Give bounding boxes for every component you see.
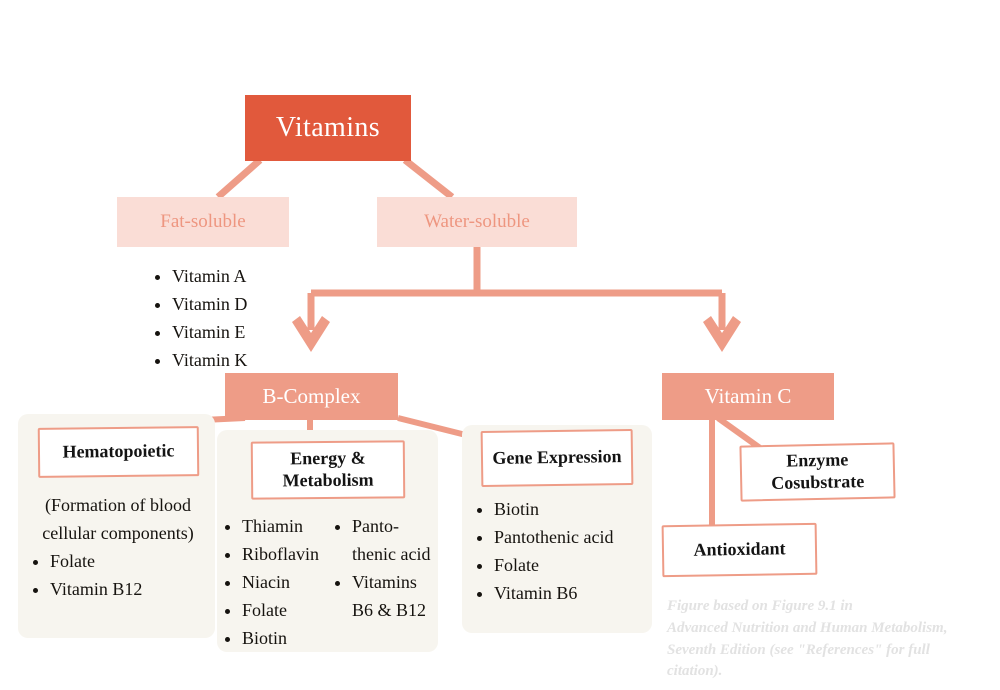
energy-col-2: Panto- thenic acid Vitamins B6 & B12 [332, 513, 436, 652]
chip-hematopoietic-label: Hematopoietic [62, 440, 175, 462]
chip-hematopoietic[interactable]: Hematopoietic [37, 426, 200, 478]
list-item: Folate [242, 597, 326, 625]
citation-line-1: Figure based on Figure 9.1 in [667, 598, 853, 614]
arrowheads [292, 316, 741, 352]
gene-expression-list: Biotin Pantothenic acid Folate Vitamin B… [472, 496, 648, 608]
list-item: Niacin [242, 569, 326, 597]
figure-citation: Figure based on Figure 9.1 in Advanced N… [667, 596, 967, 683]
chip-antioxidant-label: Antioxidant [693, 538, 786, 560]
list-item-line1: Vitamins [352, 571, 417, 592]
node-b-complex[interactable]: B-Complex [225, 373, 398, 420]
node-b-complex-label: B-Complex [262, 384, 361, 408]
node-fat-soluble-label: Fat-soluble [160, 211, 246, 232]
list-item: Folate [50, 548, 203, 576]
node-vitamin-c[interactable]: Vitamin C [662, 373, 834, 420]
list-item-cont: B6 & B12 [352, 599, 427, 620]
node-fat-soluble[interactable]: Fat-soluble [117, 197, 289, 247]
chip-energy-metabolism[interactable]: Energy & Metabolism [250, 440, 406, 500]
hematopoietic-note: (Formation of blood cellular components) [42, 495, 194, 543]
list-item: Pantothenic acid [494, 524, 648, 552]
chip-antioxidant[interactable]: Antioxidant [661, 522, 818, 578]
list-item: Vitamin K [172, 347, 340, 375]
list-item: Vitamin B6 [494, 580, 648, 608]
arrowhead-vitamin-c [703, 316, 741, 352]
citation-line-2: Advanced Nutrition and Human Metabolism, [667, 619, 948, 636]
node-vitamins[interactable]: Vitamins [245, 95, 411, 161]
list-item: Biotin [494, 496, 648, 524]
list-item: Vitamin A [172, 263, 340, 291]
node-water-soluble-label: Water-soluble [424, 211, 530, 232]
chip-gene-expression-label: Gene Expression [492, 446, 622, 468]
list-item-cont: thenic acid [352, 543, 431, 564]
energy-col-1: Thiamin Riboflavin Niacin Folate Biotin [222, 513, 326, 652]
citation-line-3: Seventh Edition (see "References" for fu… [667, 641, 930, 658]
energy-metabolism-lists: Thiamin Riboflavin Niacin Folate Biotin … [222, 513, 436, 652]
list-item-line1: Panto- [352, 516, 399, 536]
chip-gene-expression[interactable]: Gene Expression [480, 428, 634, 488]
list-item: Thiamin [242, 513, 326, 541]
chip-enzyme-cosubstrate-label: Enzyme Cosubstrate [771, 449, 865, 493]
connector-root-to-fat [215, 157, 263, 200]
node-vitamin-c-label: Vitamin C [704, 384, 792, 408]
node-water-soluble[interactable]: Water-soluble [377, 197, 577, 247]
connector-vitc-to-enzyme [716, 415, 762, 451]
hematopoietic-list: Folate Vitamin B12 [28, 548, 203, 604]
list-item: Vitamin E [172, 319, 340, 347]
arrowhead-b-complex [292, 316, 330, 352]
fat-soluble-list: Vitamin A Vitamin D Vitamin E Vitamin K [150, 263, 340, 375]
chip-energy-metabolism-label: Energy & Metabolism [282, 447, 374, 491]
list-item: Vitamins [352, 569, 436, 597]
list-item: Vitamin B12 [50, 576, 203, 604]
citation-line-4: citation). [667, 663, 723, 680]
list-item: Biotin [242, 625, 326, 653]
connector-root-to-water [402, 157, 455, 200]
chip-enzyme-cosubstrate[interactable]: Enzyme Cosubstrate [739, 442, 896, 502]
list-item: Panto- [352, 513, 436, 541]
list-item: Folate [494, 552, 648, 580]
list-item: Riboflavin [242, 541, 326, 569]
list-item: Vitamin D [172, 291, 340, 319]
node-vitamins-label: Vitamins [275, 112, 381, 143]
